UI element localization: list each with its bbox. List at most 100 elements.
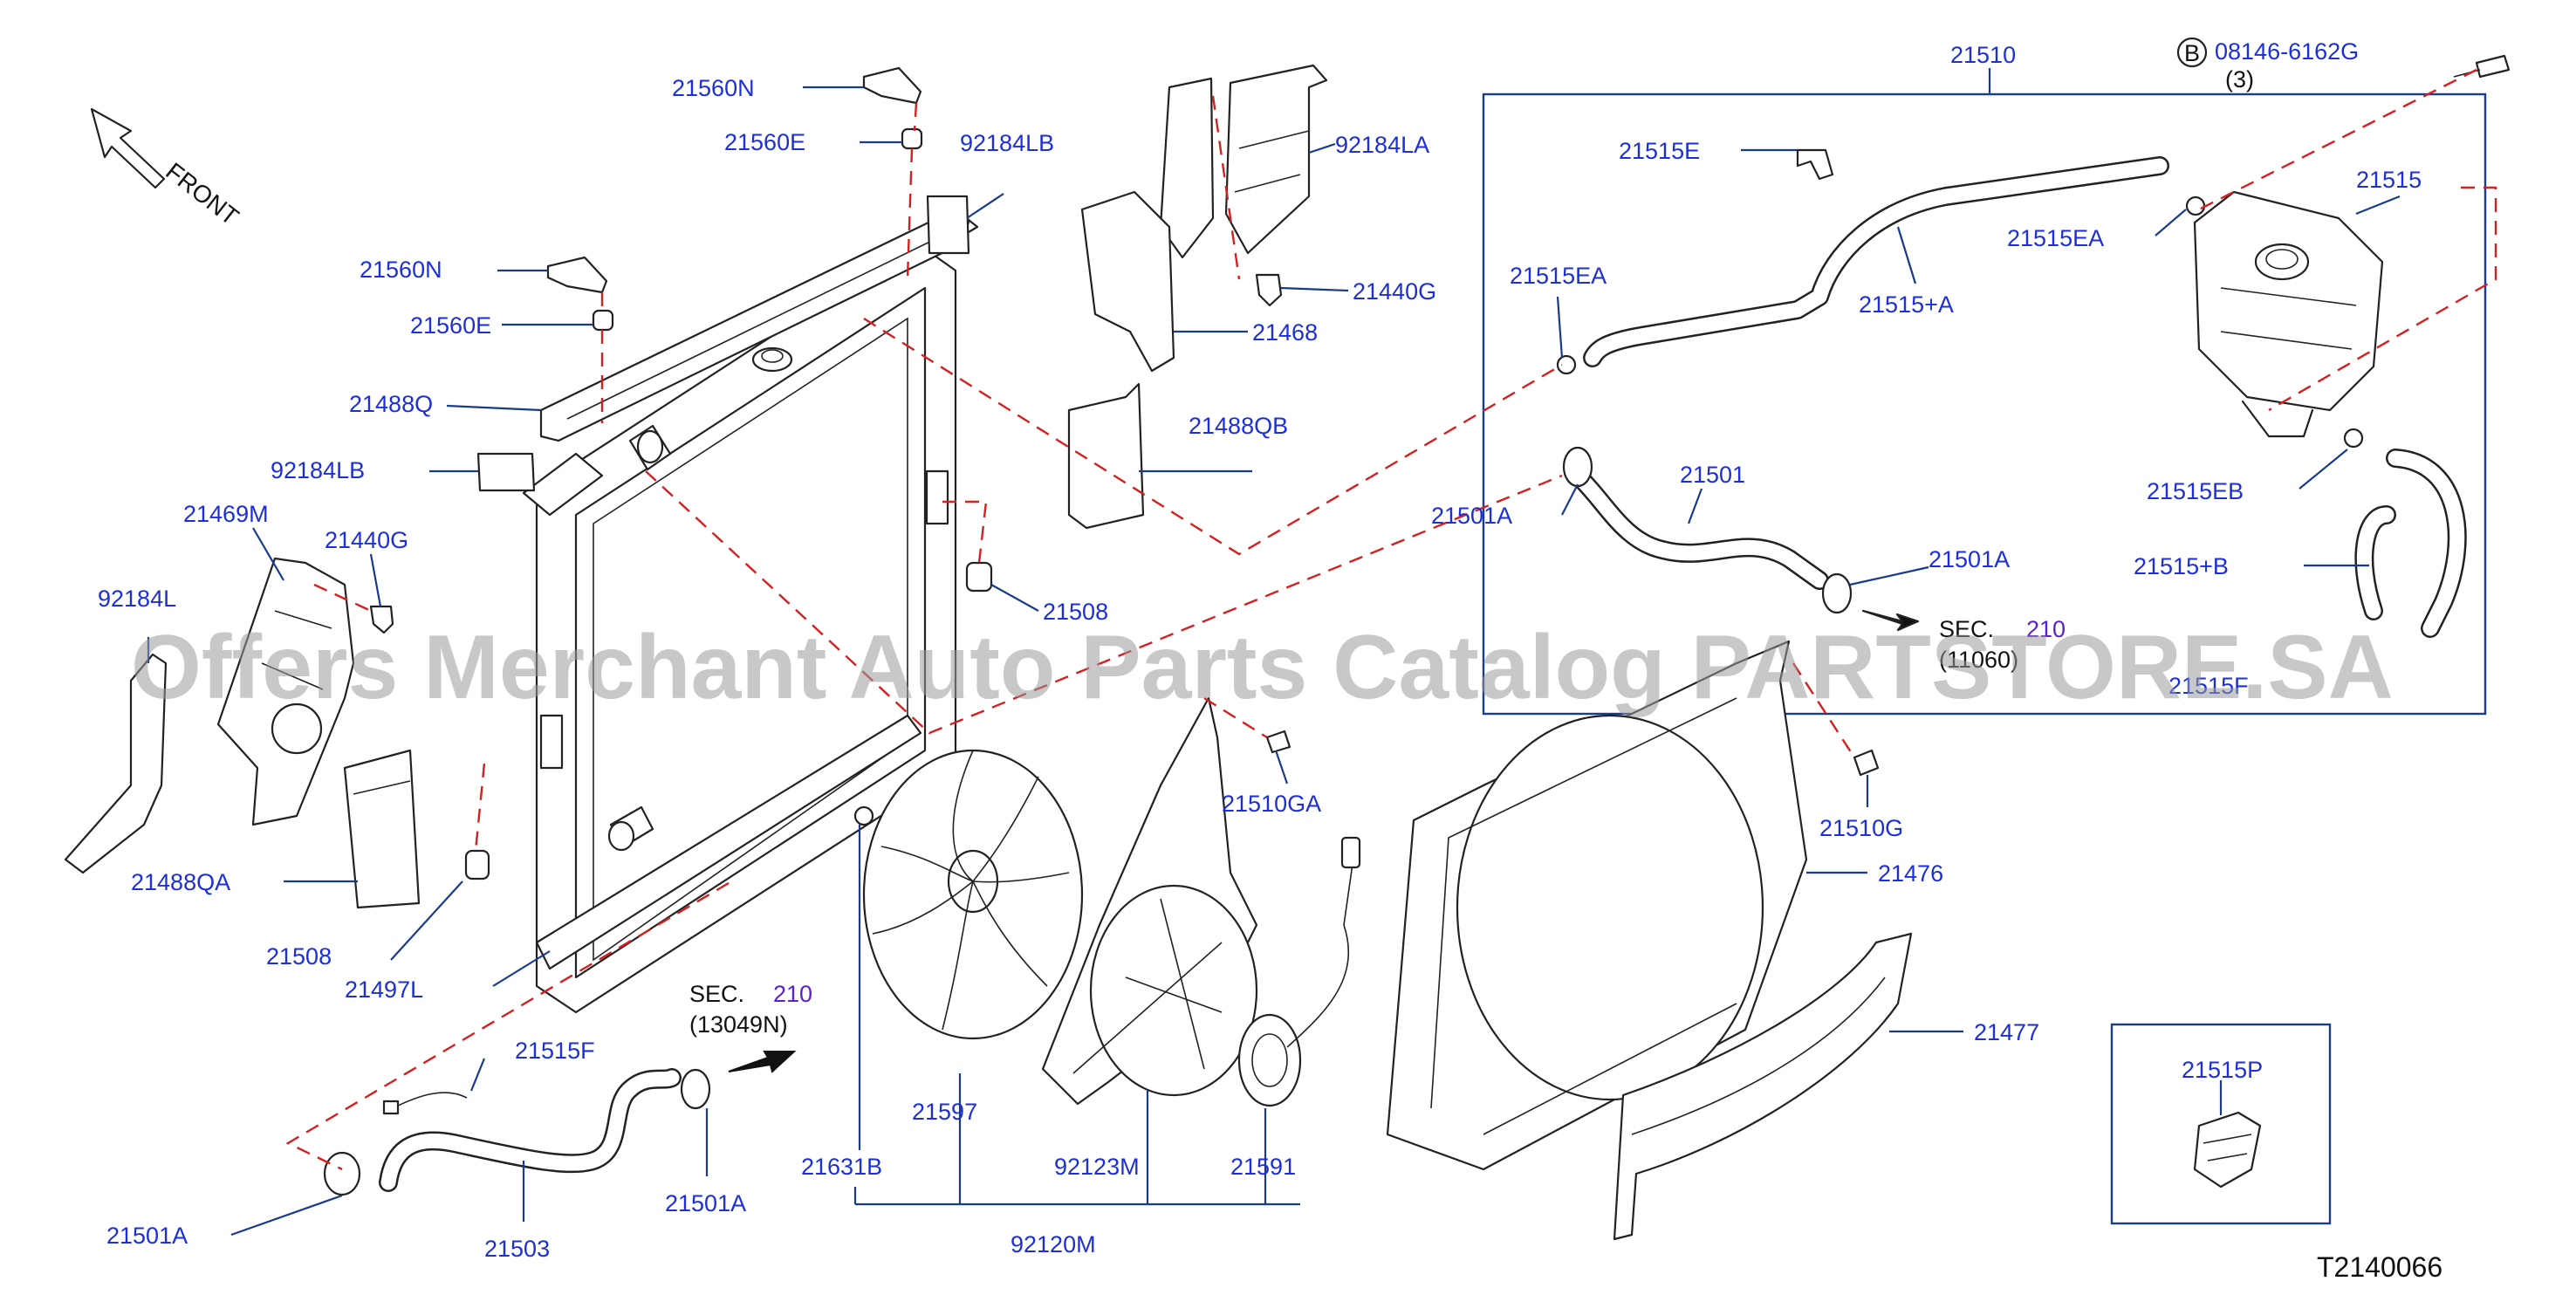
hose-clamp-21501A-upper-b[interactable]	[1821, 572, 1853, 614]
upper-radiator-hose-21501[interactable]	[1568, 466, 1829, 590]
lower-air-baffle[interactable]	[535, 714, 922, 970]
lower-mount-21508-right[interactable]	[965, 561, 993, 593]
seal-92184LB-upper[interactable]	[926, 195, 970, 255]
label-92184LA: 92184LA	[1335, 132, 1429, 158]
bolt-callout-part: 08146-6162G	[2215, 38, 2359, 65]
bolt-callout-badge	[2176, 37, 2208, 68]
label-21560E-lower: 21560E	[410, 312, 491, 339]
label-21560N-upper: 21560N	[672, 75, 755, 101]
label-21597: 21597	[912, 1099, 977, 1125]
label-21515: 21515	[2356, 167, 2422, 193]
label-21501A-right: 21501A	[1929, 546, 2010, 572]
diagram-code: T2140066	[2317, 1251, 2442, 1283]
hose-clip-21515F[interactable]	[382, 1092, 468, 1115]
fan-motor-shroud-92123M[interactable]	[1041, 696, 1258, 1106]
label-21488QB: 21488QB	[1189, 413, 1288, 439]
rubber-mount-21560E-upper[interactable]	[901, 127, 923, 150]
label-92123M: 92123M	[1054, 1154, 1140, 1180]
lower-radiator-hose-21503[interactable]	[379, 1068, 682, 1192]
label-92120M: 92120M	[1011, 1231, 1096, 1257]
label-21515-plus-B: 21515+B	[2134, 553, 2229, 579]
label-21591: 21591	[1230, 1154, 1296, 1180]
section-ref-upper-prefix: SEC.	[1939, 616, 1994, 642]
fan-motor-21591[interactable]	[1237, 836, 1361, 1107]
section-ref-lower-prefix: SEC.	[689, 981, 744, 1007]
side-seal-21468[interactable]	[1080, 190, 1175, 373]
bolt-21510G[interactable]	[1853, 749, 1880, 777]
label-21515-plus-A: 21515+A	[1859, 291, 1954, 318]
fan-shroud-21476[interactable]	[1386, 640, 1808, 1171]
side-seal-21469M[interactable]	[216, 557, 355, 826]
side-seal-92184L[interactable]	[64, 653, 168, 874]
label-21560E-upper: 21560E	[724, 129, 805, 155]
bolt-08146-6162G[interactable]	[2453, 54, 2511, 79]
fan-blade-21597[interactable]	[862, 749, 1084, 1040]
radiator-cap-icon	[751, 346, 793, 373]
clip-21440G-right[interactable]	[1255, 273, 1283, 307]
section-ref-lower-sub: (13049N)	[689, 1011, 788, 1038]
section-ref-upper-number: 210	[2026, 616, 2066, 642]
label-21488QA: 21488QA	[131, 869, 230, 895]
alignment-lines	[285, 68, 2497, 1171]
label-21468: 21468	[1252, 319, 1318, 346]
leader-lines	[147, 68, 2401, 1237]
label-21488Q: 21488Q	[349, 391, 433, 417]
label-21510G: 21510G	[1819, 815, 1903, 841]
hose-clamp-21501A-lower-a[interactable]	[323, 1151, 361, 1196]
front-arrow-icon	[90, 107, 166, 189]
side-seal-92184LA[interactable]	[1159, 64, 1328, 259]
label-21515EB: 21515EB	[2147, 478, 2244, 504]
label-21510: 21510	[1950, 42, 2016, 68]
reservoir-clamp-21515EB[interactable]	[2343, 428, 2364, 449]
label-21469M: 21469M	[183, 501, 269, 527]
reservoir-hose-21515B[interactable]	[2354, 449, 2467, 638]
bolt-callout-qty: (3)	[2225, 66, 2254, 92]
side-seal-21488QA[interactable]	[343, 749, 421, 909]
reservoir-clamp-21515EA[interactable]	[1556, 354, 1577, 375]
label-21497L: 21497L	[345, 976, 423, 1003]
label-21440G-right: 21440G	[1353, 278, 1436, 305]
label-92184LB-upper: 92184LB	[960, 130, 1054, 156]
bracket-21560N-lower[interactable]	[546, 256, 608, 294]
bracket-21560N-upper[interactable]	[862, 66, 922, 105]
reservoir-tank-21515[interactable]	[2193, 190, 2384, 438]
label-21560N-lower: 21560N	[360, 257, 442, 283]
hose-clamp-21501A-upper-a[interactable]	[1562, 446, 1593, 488]
label-21631B: 21631B	[801, 1154, 882, 1180]
label-92184L: 92184L	[98, 586, 176, 612]
seal-92184LB-lower[interactable]	[476, 452, 536, 492]
label-92184LB-lower: 92184LB	[271, 457, 365, 483]
watermark: Offers Merchant Auto Parts Catalog PARTS…	[131, 617, 2394, 718]
fan-nut-21631B[interactable]	[853, 805, 874, 826]
front-label: FRONT	[161, 157, 243, 230]
radiator-upper-inlet	[628, 424, 672, 471]
side-seal-21488QB[interactable]	[1067, 382, 1145, 530]
section-ref-lower-number: 210	[773, 981, 812, 1007]
clip-21515P-inset-frame	[2110, 1023, 2332, 1225]
reservoir-kit-frame	[1482, 92, 2487, 716]
clip-21515P[interactable]	[2193, 1111, 2262, 1189]
section-ref-upper-sub: (11060)	[1939, 647, 2018, 673]
section-arrow-icon-lower	[728, 1051, 797, 1073]
reservoir-clamp-upper[interactable]	[2185, 195, 2206, 216]
label-21515F-right: 21515F	[2168, 673, 2249, 699]
label-21501A-lower-right: 21501A	[665, 1190, 746, 1216]
label-21508-right: 21508	[1043, 599, 1108, 625]
label-21515E: 21515E	[1619, 138, 1700, 164]
bolt-21510GA[interactable]	[1265, 730, 1291, 754]
label-21515EA-left: 21515EA	[1510, 263, 1607, 289]
label-21503: 21503	[484, 1236, 550, 1262]
label-21508-left: 21508	[266, 943, 332, 970]
label-21501A-left: 21501A	[1431, 503, 1512, 529]
label-21501: 21501	[1680, 462, 1745, 488]
label-21515P: 21515P	[2182, 1057, 2263, 1083]
section-arrow-icon-upper	[1861, 609, 1920, 632]
hose-clamp-21501A-lower-b[interactable]	[680, 1068, 711, 1110]
lower-shroud-21477[interactable]	[1613, 932, 1913, 1241]
reservoir-hose-21515A[interactable]	[1583, 156, 2169, 367]
lower-mount-21508-left[interactable]	[464, 849, 490, 880]
rubber-mount-21560E-lower[interactable]	[592, 309, 614, 332]
clip-21440G-left[interactable]	[369, 605, 394, 634]
hose-clip-21515E[interactable]	[1796, 148, 1834, 181]
